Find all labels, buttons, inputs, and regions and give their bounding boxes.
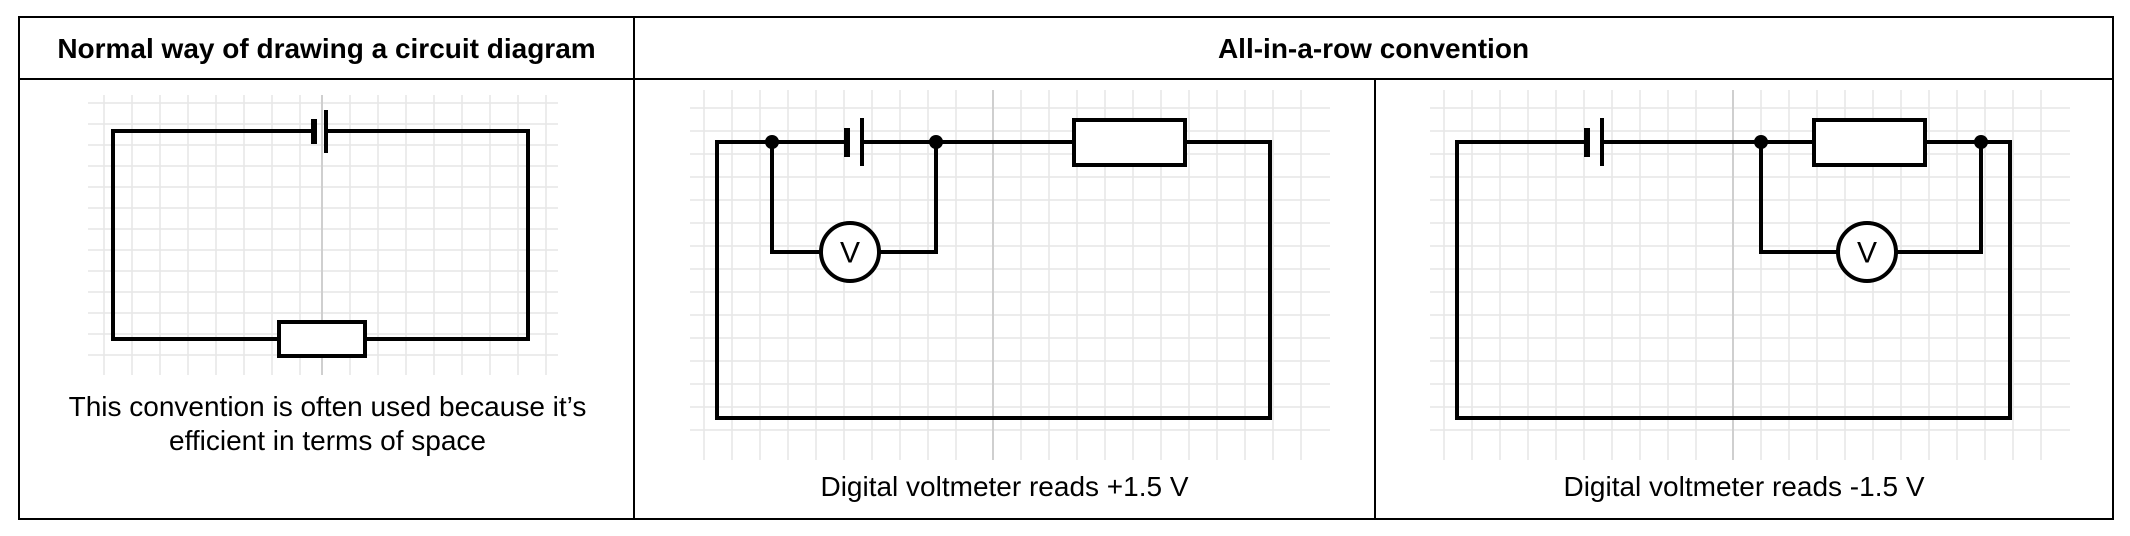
all-in-row-circuit-resistor-voltmeter: V	[1430, 90, 2070, 460]
circuit-wire	[111, 129, 530, 341]
voltmeter-label: V	[1857, 237, 1877, 270]
junction-node	[765, 135, 779, 149]
caption-normal: This convention is often used because it…	[68, 391, 587, 456]
header-normal: Normal way of drawing a circuit diagram	[57, 33, 596, 64]
caption-voltmeter-negative: Digital voltmeter reads -1.5 V	[1563, 471, 1925, 502]
all-in-row-circuit-cell-voltmeter: V	[690, 90, 1330, 460]
voltmeter	[1836, 221, 1898, 283]
column-divider-2	[1374, 80, 1376, 518]
circuit-wire	[1455, 140, 2012, 420]
header-divider	[20, 78, 2112, 80]
junction-node	[1754, 135, 1768, 149]
grid	[690, 90, 1330, 460]
voltmeter-wire	[770, 140, 938, 254]
resistor	[277, 320, 367, 358]
resistor	[1812, 118, 1927, 167]
voltmeter	[819, 221, 881, 283]
voltmeter-wire	[1759, 140, 1983, 254]
resistor	[1072, 118, 1187, 167]
column-divider-1	[633, 18, 635, 518]
grid	[1430, 90, 2070, 460]
header-all-in-a-row: All-in-a-row convention	[1217, 33, 1530, 64]
junction-node	[1974, 135, 1988, 149]
voltmeter-label: V	[840, 237, 860, 270]
caption-voltmeter-positive: Digital voltmeter reads +1.5 V	[820, 471, 1189, 502]
normal-circuit-diagram	[88, 95, 558, 375]
junction-node	[929, 135, 943, 149]
comparison-table: Normal way of drawing a circuit diagram …	[18, 16, 2114, 520]
circuit-wire	[715, 140, 1272, 420]
grid	[88, 95, 558, 375]
